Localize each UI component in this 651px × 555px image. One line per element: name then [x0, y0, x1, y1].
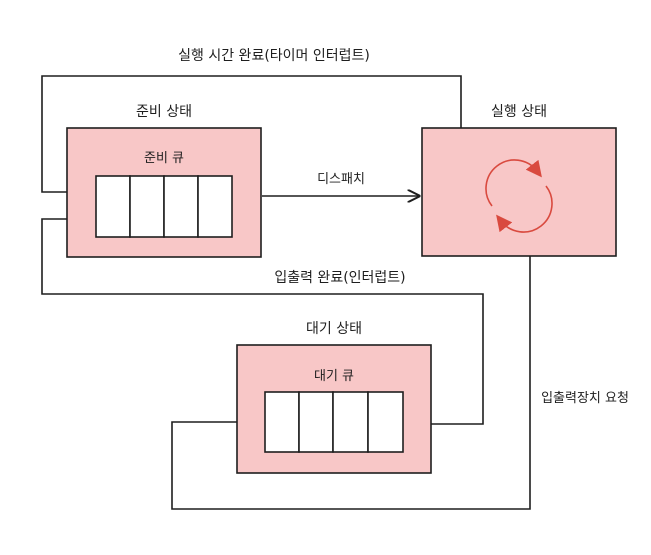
dispatch-label: 디스패치: [317, 172, 365, 187]
queue-cell: [264, 391, 300, 453]
io-complete-label: 입출력 완료(인터럽트): [274, 270, 405, 286]
queue-cell: [163, 175, 199, 238]
running-state-title: 실행 상태: [491, 104, 547, 120]
ready-queue-label: 준비 큐: [144, 151, 184, 166]
queue-cell: [298, 391, 334, 453]
ready-queue: [95, 175, 233, 238]
io-request-arrow: [171, 256, 531, 510]
io-request-label: 입출력장치 요청: [541, 391, 629, 406]
waiting-state-title: 대기 상태: [306, 321, 362, 337]
waiting-queue: [264, 391, 404, 453]
timer-interrupt-arrow: [41, 75, 462, 192]
queue-cell: [95, 175, 131, 238]
io-complete-arrow: [41, 219, 484, 425]
refresh-cycle-icon: [485, 159, 553, 233]
timer-interrupt-label: 실행 시간 완료(타이머 인터럽트): [178, 48, 370, 64]
ready-state-title: 준비 상태: [136, 104, 192, 120]
queue-cell: [129, 175, 165, 238]
queue-cell: [367, 391, 404, 453]
waiting-queue-label: 대기 큐: [314, 369, 354, 384]
running-state-box: [421, 127, 617, 257]
queue-cell: [332, 391, 369, 453]
queue-cell: [197, 175, 233, 238]
